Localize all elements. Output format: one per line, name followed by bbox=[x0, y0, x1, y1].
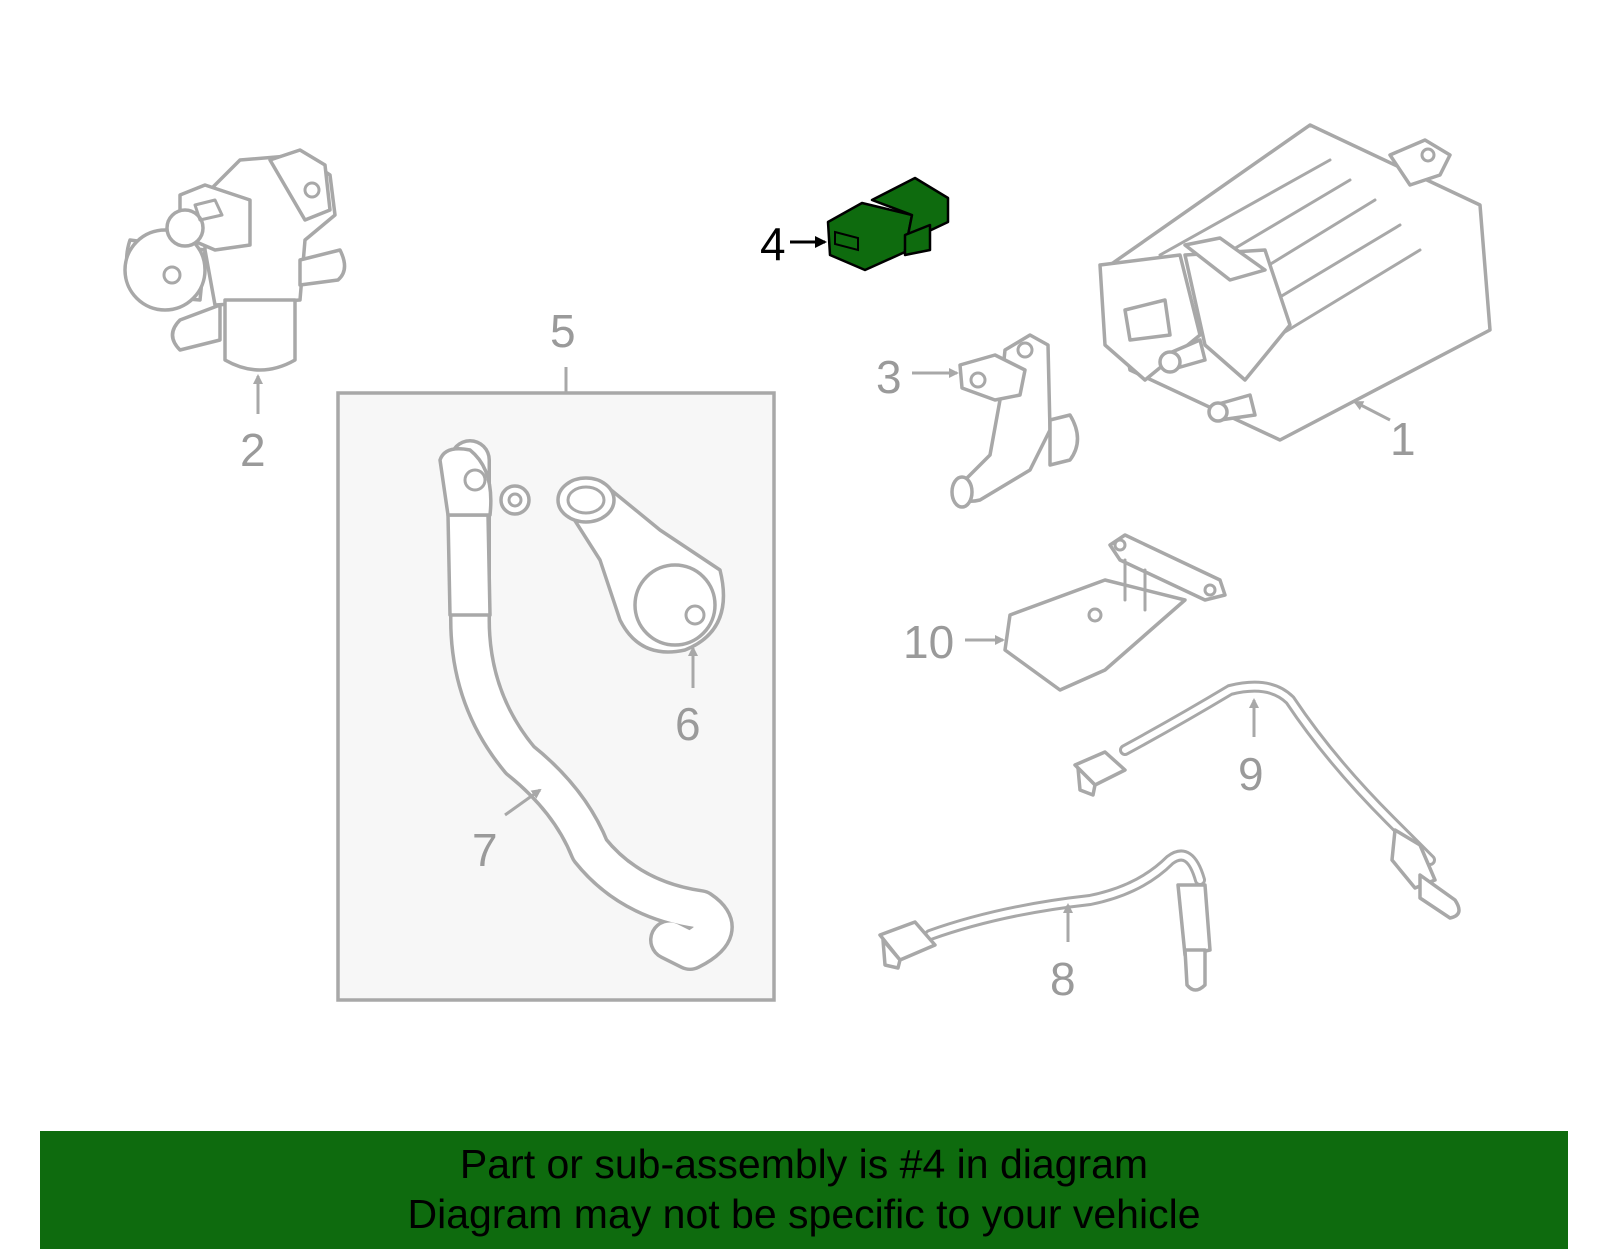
banner-line-1: Part or sub-assembly is #4 in diagram bbox=[459, 1141, 1149, 1187]
callout-7: 7 bbox=[472, 824, 498, 876]
part-9-oxygen-sensor[interactable] bbox=[1073, 680, 1461, 920]
callout-10: 10 bbox=[903, 616, 954, 668]
callout-2: 2 bbox=[240, 424, 266, 476]
leader-7 bbox=[504, 788, 542, 817]
banner-line-2: Diagram may not be specific to your vehi… bbox=[407, 1191, 1201, 1237]
callout-1: 1 bbox=[1390, 413, 1416, 465]
callout-9: 9 bbox=[1238, 748, 1264, 800]
callout-3: 3 bbox=[876, 351, 902, 403]
callout-5: 5 bbox=[550, 305, 576, 357]
part-1-vapor-canister[interactable] bbox=[1098, 123, 1492, 442]
callout-8: 8 bbox=[1050, 953, 1076, 1005]
leader-1 bbox=[1353, 400, 1391, 422]
part-info-banner: Part or sub-assembly is #4 in diagram Di… bbox=[40, 1131, 1568, 1249]
callout-6: 6 bbox=[675, 698, 701, 750]
part-3-valve[interactable] bbox=[950, 333, 1080, 509]
part-2-purge-valve[interactable] bbox=[123, 148, 347, 372]
part-7-hose[interactable] bbox=[438, 439, 734, 971]
part-6-fitting[interactable] bbox=[556, 476, 726, 654]
part-4-pressure-sensor[interactable] bbox=[826, 176, 950, 272]
callout-4: 4 bbox=[760, 218, 786, 270]
part-8-oxygen-sensor[interactable] bbox=[878, 849, 1212, 992]
part-10-bracket[interactable] bbox=[1003, 533, 1227, 692]
